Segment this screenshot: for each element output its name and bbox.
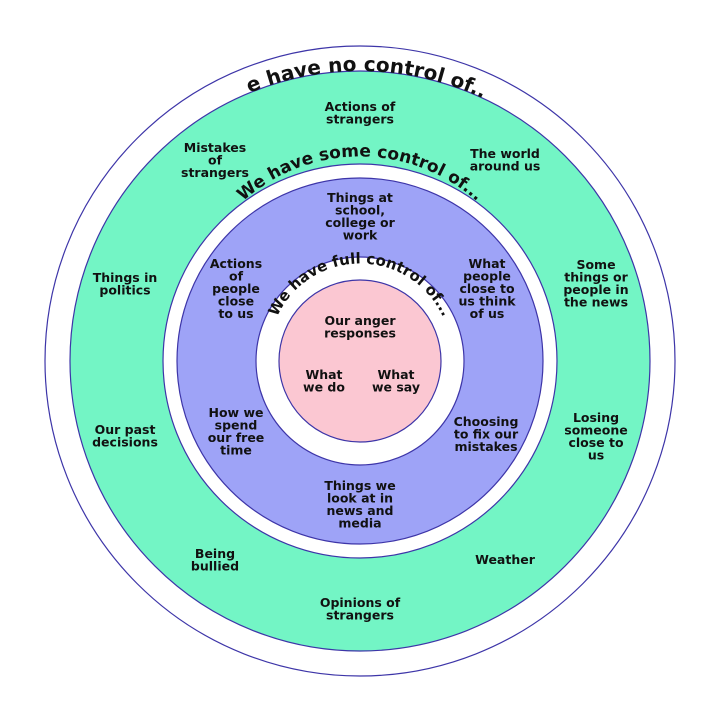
full-control-circle (278, 279, 442, 443)
item-line: The world (470, 146, 540, 161)
item-line: Some (576, 257, 615, 272)
item-line: people (212, 281, 260, 296)
item-line: Choosing (454, 414, 519, 429)
item-line: people in (563, 282, 628, 297)
item-line: Our past (95, 422, 156, 437)
item-line: spend (215, 418, 258, 433)
item-line: What (377, 367, 414, 382)
item-line: close (218, 294, 254, 309)
item-line: Actions (210, 256, 262, 271)
item-line: of (208, 153, 223, 168)
item-line: mistakes (454, 439, 517, 454)
item-line: college or (325, 215, 395, 230)
item-line: of us (470, 306, 505, 321)
item-line: Things we (324, 478, 395, 493)
item-line: Losing (573, 410, 619, 425)
item-line: Things at (327, 190, 393, 205)
item-line: strangers (326, 112, 394, 127)
item-line: strangers (181, 165, 249, 180)
item-weather: Weather (475, 552, 536, 567)
item-line: to fix our (454, 427, 519, 442)
item-line: our free (208, 430, 265, 445)
item-line: work (343, 228, 378, 243)
item-line: Things in (93, 270, 158, 285)
item-line: media (338, 516, 381, 531)
item-line: responses (324, 326, 396, 341)
item-line: How we (209, 405, 264, 420)
item-line: What (305, 367, 342, 382)
item-line: strangers (326, 608, 394, 623)
item-line: Mistakes (184, 140, 246, 155)
item-line: people (463, 269, 511, 284)
item-line: What (468, 256, 505, 271)
item-line: decisions (92, 435, 158, 450)
item-line: news and (327, 503, 394, 518)
item-line: Our anger (325, 313, 397, 328)
item-line: school, (335, 203, 385, 218)
item-line: time (220, 443, 252, 458)
item-line: we do (303, 380, 345, 395)
item-line: Actions of (325, 99, 396, 114)
item-line: politics (99, 283, 150, 298)
item-line: someone (564, 423, 628, 438)
item-line: us (588, 448, 604, 463)
item-line: Weather (475, 552, 536, 567)
item-line: to us (218, 306, 253, 321)
item-line: close to (568, 435, 624, 450)
item-line: the news (564, 295, 628, 310)
item-line: bullied (191, 559, 239, 574)
item-line: of (229, 269, 244, 284)
item-line: Opinions of (320, 595, 401, 610)
item-line: look at in (327, 491, 393, 506)
item-line: us think (458, 294, 516, 309)
item-line: close to (459, 281, 515, 296)
item-line: things or (564, 270, 628, 285)
item-line: we say (372, 380, 420, 395)
item-line: around us (470, 159, 541, 174)
item-line: Being (195, 546, 235, 561)
